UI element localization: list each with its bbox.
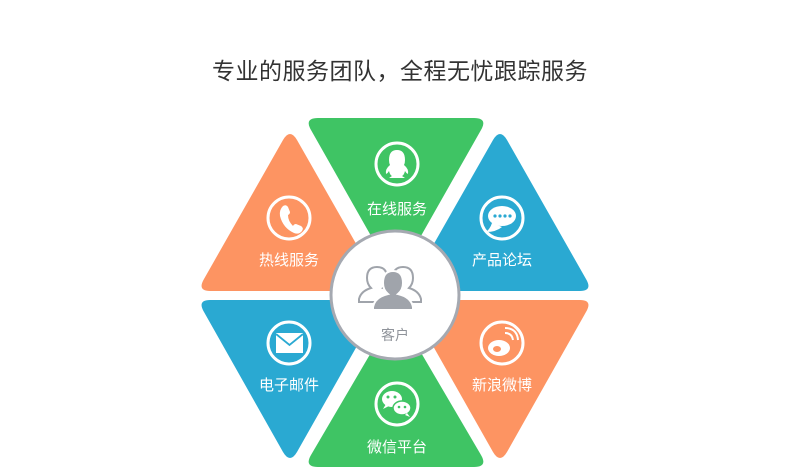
envelope-icon [266,320,312,366]
chat-bubble-icon [479,195,525,241]
segment-weibo-label: 新浪微博 [471,376,532,394]
wechat-icon [374,381,420,427]
phone-icon [266,195,312,241]
segment-wechat-label: 微信平台 [366,438,427,456]
segment-weibo-shape[interactable] [407,300,589,458]
segment-email-label: 电子邮件 [258,376,319,394]
hub-label: 客户 [381,328,409,344]
users-icon [358,265,422,311]
segment-email-shape[interactable] [201,300,383,458]
segment-online-label: 在线服务 [366,200,427,218]
segment-hotline-label: 热线服务 [258,251,319,269]
weibo-icon [479,320,525,366]
segment-hotline-shape[interactable] [201,134,383,291]
segment-online-shape[interactable] [308,118,484,280]
segment-wechat-shape[interactable] [308,310,484,467]
qq-penguin-icon [374,141,420,187]
page-title: 专业的服务团队，全程无忧跟踪服务 [212,59,588,85]
segment-forum-label: 产品论坛 [471,251,532,269]
